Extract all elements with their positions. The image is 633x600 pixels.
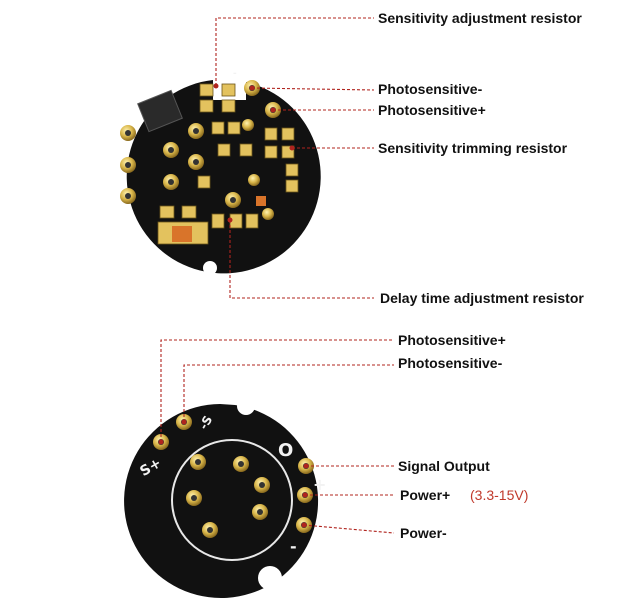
- silk-minus-mark: -: [290, 537, 297, 556]
- leader-power-minus: [303, 524, 395, 534]
- label-signal-output: Signal Output: [398, 458, 490, 474]
- silk-circle-mark: O: [278, 440, 293, 461]
- leader-sensitivity-adjustment: [215, 17, 374, 86]
- silk-plus-mark: +: [313, 475, 326, 494]
- top-capacitor: [172, 226, 192, 242]
- top-board-notch: [203, 261, 217, 275]
- bottom-board: S+ -S O + -: [124, 397, 326, 598]
- bottom-board-body: [124, 404, 319, 598]
- top-through-hole-pads: [120, 80, 281, 220]
- ic-chip: [137, 89, 183, 133]
- bottom-board-notch-top: [237, 397, 255, 415]
- silk-s-minus: -S: [196, 413, 215, 432]
- bottom-board-notch-bottom: [258, 566, 282, 590]
- leader-photosensitive-minus-bottom: [183, 364, 394, 422]
- label-sensitivity-trimming-resistor: Sensitivity trimming resistor: [378, 140, 568, 156]
- leader-delay-time: [229, 220, 374, 299]
- label-photosensitive-plus-top: Photosensitive+: [378, 102, 486, 118]
- label-photosensitive-minus-bottom: Photosensitive-: [398, 355, 503, 371]
- label-photosensitive-plus-bottom: Photosensitive+: [398, 332, 506, 348]
- sensor-outline: [171, 439, 293, 561]
- label-power-plus: Power+: [400, 487, 450, 503]
- leader-photosensitive-minus-top: [251, 87, 375, 91]
- label-power-minus: Power-: [400, 525, 447, 541]
- label-sensitivity-adjustment-resistor: Sensitivity adjustment resistor: [378, 10, 582, 26]
- leader-photosensitive-plus-bottom: [160, 339, 394, 442]
- leader-lines: [160, 17, 395, 534]
- top-board: -: [120, 69, 321, 275]
- label-photosensitive-minus-top: Photosensitive-: [378, 81, 483, 97]
- label-delay-time-adjustment-resistor: Delay time adjustment resistor: [380, 290, 584, 306]
- leader-dots: [158, 83, 309, 528]
- top-silk-mark: -: [233, 69, 237, 79]
- bottom-sensor-pads: [186, 454, 270, 538]
- label-power-range: (3.3-15V): [470, 487, 528, 503]
- top-led: [256, 196, 266, 206]
